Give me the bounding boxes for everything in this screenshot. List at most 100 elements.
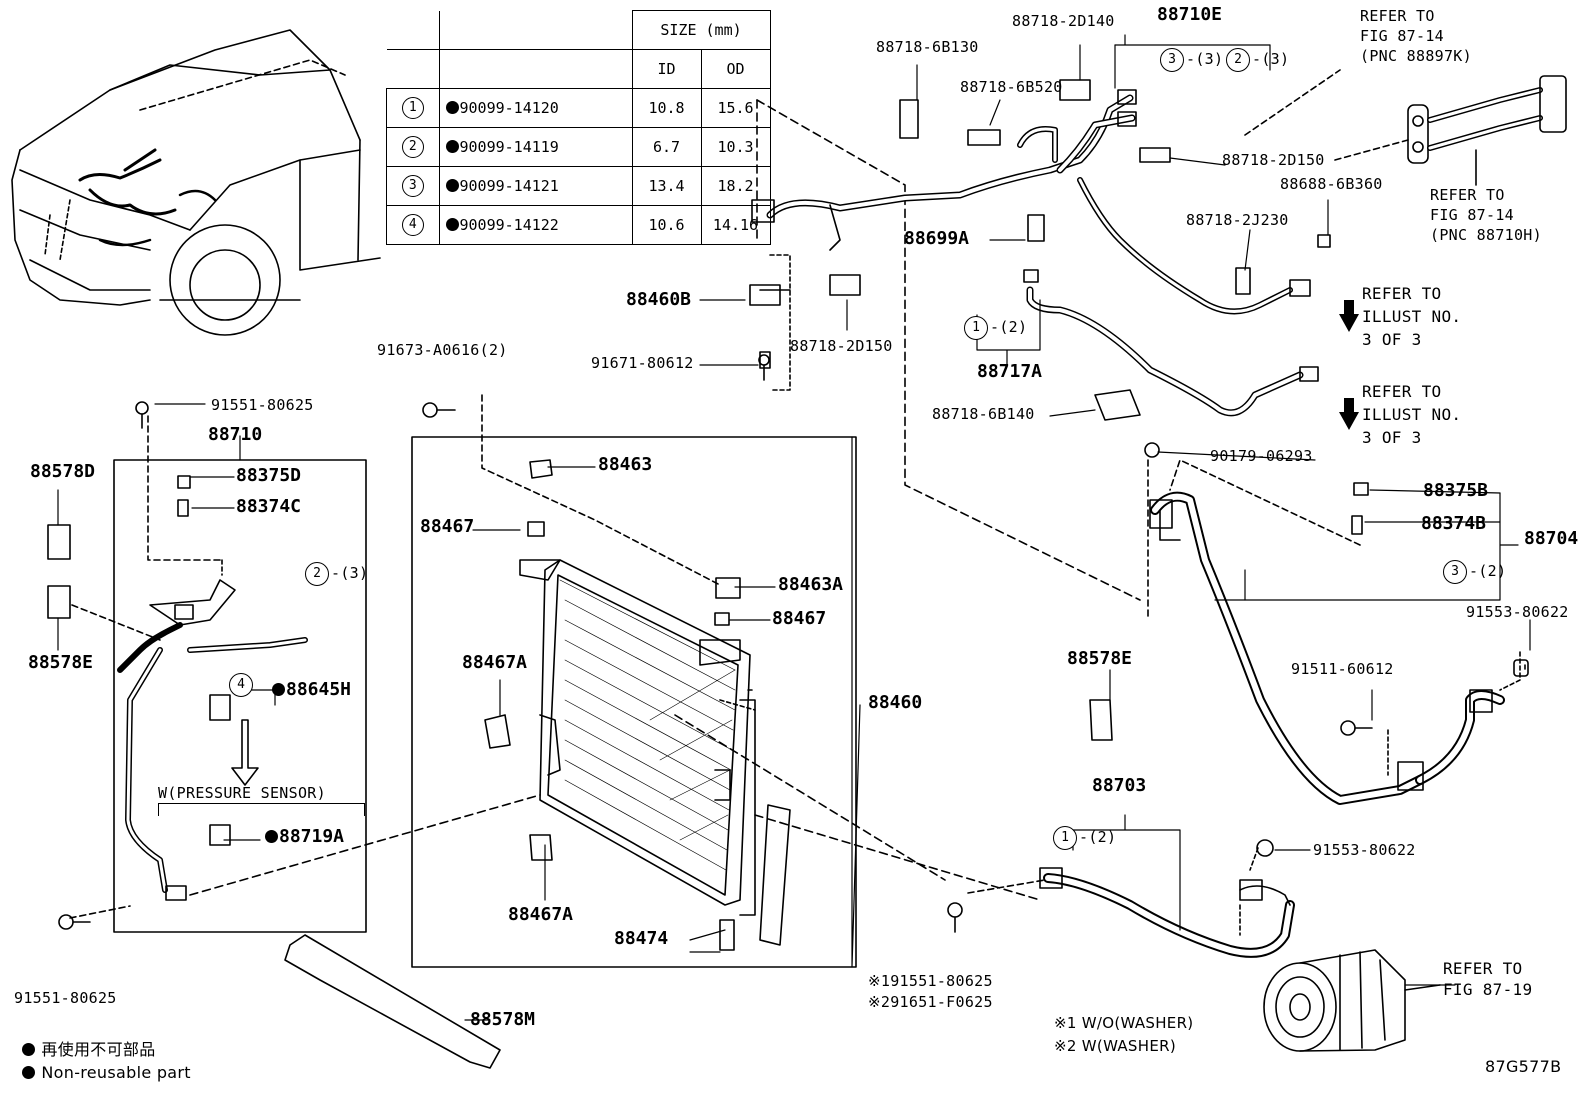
index-circle: 2	[401, 136, 424, 158]
oring-ref-2: 2	[305, 562, 329, 586]
part-number: 90099-14121	[459, 177, 559, 195]
inner-diameter: 10.6	[631, 205, 702, 245]
inner-diameter: 10.8	[631, 88, 702, 128]
size-header: SIZE (mm)	[631, 10, 771, 50]
label-88578d: 88578D	[30, 461, 96, 482]
non-reusable-dot-icon	[445, 140, 459, 153]
oring-qty: -(2)	[1469, 562, 1507, 580]
oring-ref-2: 2	[1226, 48, 1250, 72]
size-row: 2 90099-14119 6.7 10.3	[386, 127, 771, 167]
label-88710e: 88710E	[1157, 4, 1223, 25]
size-row: 3 90099-14121 13.4 18.2	[386, 166, 771, 206]
label-91511-60612: 91511-60612	[1291, 660, 1394, 678]
refer-line: (PNC 88897K)	[1360, 47, 1472, 65]
label-88467-top: 88467	[420, 516, 475, 537]
refer-line: ILLUST NO.	[1362, 307, 1462, 326]
col-id: ID	[631, 49, 702, 89]
label-91673-a0616: 91673-A0616(2)	[377, 341, 508, 359]
label-88717a: 88717A	[977, 361, 1043, 382]
bracket-88460b	[759, 254, 791, 391]
refer-line: (PNC 88710H)	[1430, 226, 1542, 244]
index-circle: 4	[401, 214, 424, 236]
hose-88704	[1147, 459, 1529, 805]
label-88474: 88474	[614, 928, 669, 949]
label-88467a-top: 88467A	[462, 652, 528, 673]
oring-ref-1: 1	[1053, 826, 1077, 850]
label-88374c: 88374C	[236, 496, 302, 517]
washer-note: ※1 W/O(WASHER)	[1054, 1014, 1194, 1032]
non-reusable-dot-icon	[445, 179, 459, 192]
oring-qty: -(3)	[331, 564, 369, 582]
legend-en: Non-reusable part	[41, 1063, 191, 1082]
label-90179-06293: 90179-06293	[1210, 447, 1313, 465]
label-88703: 88703	[1092, 775, 1147, 796]
part-number: 90099-14120	[459, 99, 559, 117]
pressure-sensor-bracket	[158, 803, 365, 816]
label-88718-2j230: 88718-2J230	[1186, 211, 1289, 229]
label-88718-2d140: 88718-2D140	[1012, 12, 1115, 30]
condenser	[481, 394, 1041, 951]
refer-line: ILLUST NO.	[1362, 405, 1462, 424]
non-reusable-dot-icon	[265, 830, 278, 843]
oring-ref-3: 3	[1160, 48, 1184, 72]
label-91551-80625-top: 91551-80625	[211, 396, 314, 414]
label-88718-2d150: 88718-2D150	[1222, 151, 1325, 169]
non-reusable-dot-icon	[445, 218, 459, 231]
outer-diameter: 15.6	[700, 88, 771, 128]
insulator-88578d	[47, 524, 71, 560]
legend-jp: 再使用不可部品	[41, 1040, 156, 1059]
label-88710: 88710	[208, 424, 263, 445]
refer-line: 3 OF 3	[1362, 330, 1422, 349]
label-88645h-text: 88645H	[286, 679, 352, 700]
size-table: SIZE (mm) ID OD 1 90099-14120 10.8 15.6 …	[386, 10, 771, 245]
label-88463: 88463	[598, 454, 653, 475]
label-91551-80625-bottom: 91551-80625	[14, 989, 117, 1007]
clamps	[749, 79, 1331, 421]
label-88467-mid: 88467	[772, 608, 827, 629]
down-arrows	[1339, 300, 1359, 430]
insulator-88578e-right	[1089, 699, 1113, 741]
bolts	[58, 354, 1373, 933]
refer-illust-b: REFER TO ILLUST NO. 3 OF 3	[1362, 380, 1461, 449]
pipe-88717a	[1023, 214, 1319, 417]
outer-diameter: 18.2	[700, 166, 771, 206]
label-88718-6b140: 88718-6B140	[932, 405, 1035, 423]
seal-88578m	[284, 934, 501, 1069]
label-w-pressure-sensor: W(PRESSURE SENSOR)	[158, 784, 326, 802]
label-88578e-right: 88578E	[1067, 648, 1133, 669]
inner-diameter: 13.4	[631, 166, 702, 206]
receiver-pipes	[1244, 69, 1567, 186]
label-88719a-text: 88719A	[279, 826, 345, 847]
refer-line: REFER TO	[1362, 382, 1442, 401]
refer-illust-a: REFER TO ILLUST NO. 3 OF 3	[1362, 282, 1461, 351]
non-reusable-dot-icon	[22, 1066, 35, 1079]
insulator-88578e-left	[47, 585, 71, 619]
dashed-leader	[756, 99, 1141, 601]
refer-line: REFER TO	[1430, 186, 1505, 204]
refer-line: REFER TO	[1443, 959, 1523, 978]
label-88704: 88704	[1524, 528, 1579, 549]
label-88688-6b360: 88688-6B360	[1280, 175, 1383, 193]
compressor	[1263, 949, 1441, 1052]
refer-line: FIG 87-14	[1430, 206, 1514, 224]
refer-pnc-88710h: REFER TO FIG 87-14 (PNC 88710H)	[1430, 185, 1542, 245]
label-91671-80612: 91671-80612	[591, 354, 694, 372]
vehicle-illustration	[11, 29, 381, 336]
label-88578e-left: 88578E	[28, 652, 94, 673]
refer-line: FIG 87-14	[1360, 27, 1444, 45]
oring-ref-4: 4	[229, 673, 253, 697]
label-88718-2d150-b: 88718-2D150	[790, 337, 893, 355]
refer-pnc-88897k: REFER TO FIG 87-14 (PNC 88897K)	[1360, 6, 1472, 66]
refer-line: REFER TO	[1362, 284, 1442, 303]
label-88460b: 88460B	[626, 289, 692, 310]
label-88375d: 88375D	[236, 465, 302, 486]
pipe-88710e	[751, 89, 1311, 315]
label-88374b: 88374B	[1421, 513, 1487, 534]
outer-diameter: 10.3	[700, 127, 771, 167]
size-row: 1 90099-14120 10.8 15.6	[386, 88, 771, 128]
box-88460	[411, 436, 857, 968]
leader-lines	[57, 34, 1531, 1021]
oring-qty: -(3)	[1252, 50, 1290, 68]
label-88375b: 88375B	[1423, 480, 1489, 501]
